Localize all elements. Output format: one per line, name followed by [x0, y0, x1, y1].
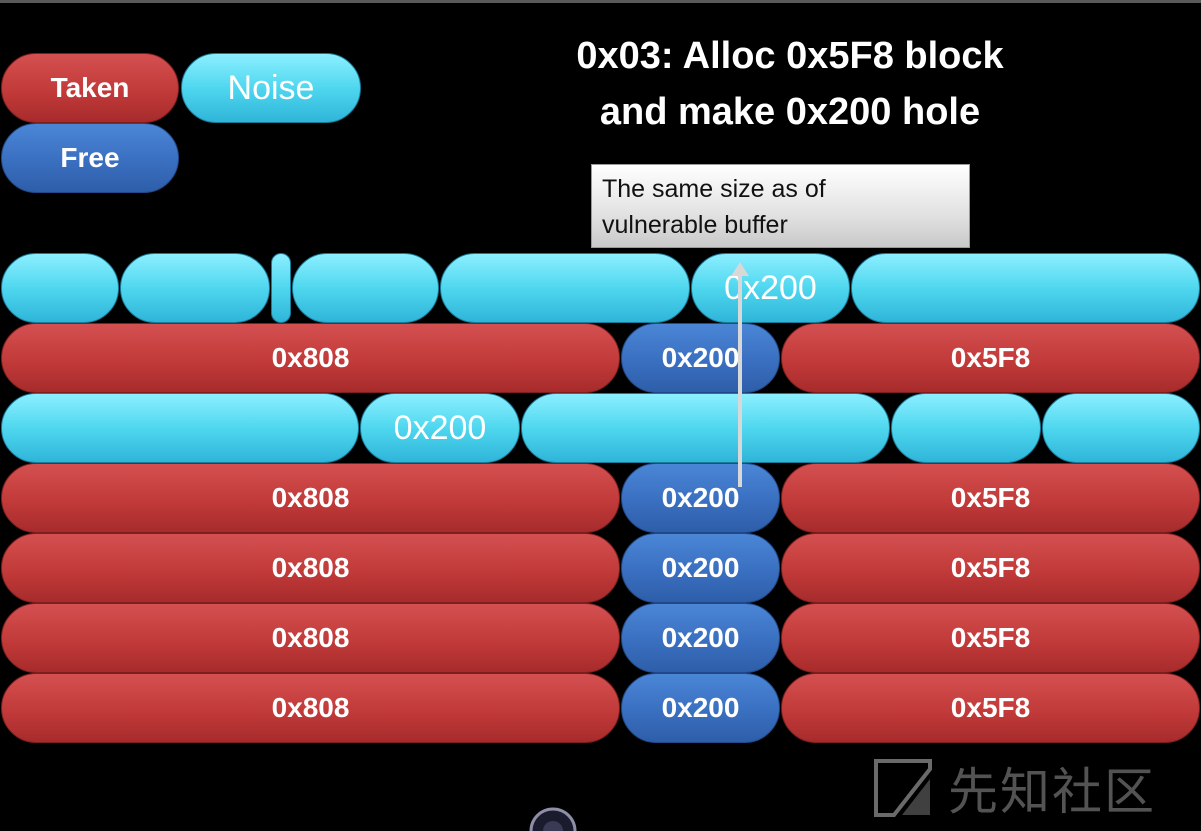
- callout-box: The same size as of vulnerable buffer: [591, 164, 970, 248]
- noise-block: [292, 253, 439, 323]
- taken-block-0x5f8: 0x5F8: [781, 323, 1200, 393]
- noise-block: [521, 393, 890, 463]
- slide-title: 0x03: Alloc 0x5F8 block and make 0x200 h…: [500, 28, 1080, 140]
- watermark-logo-icon: [874, 759, 932, 817]
- noise-block: [1042, 393, 1200, 463]
- taken-block-0x5f8: 0x5F8: [781, 463, 1200, 533]
- callout-line-1: The same size as of: [602, 175, 826, 203]
- free-block-0x200: 0x200: [621, 323, 780, 393]
- watermark-text: 先知社区: [948, 763, 1156, 821]
- taken-block-0x808: 0x808: [1, 673, 620, 743]
- taken-block-0x5f8: 0x5F8: [781, 533, 1200, 603]
- noise-block: [1, 393, 359, 463]
- noise-block: [851, 253, 1200, 323]
- slide-nav-icon: [529, 807, 577, 831]
- legend-noise: Noise: [181, 53, 361, 123]
- noise-hole-block: 0x200: [360, 393, 520, 463]
- legend-free: Free: [1, 123, 179, 193]
- taken-block-0x808: 0x808: [1, 603, 620, 673]
- free-block-0x200: 0x200: [621, 603, 780, 673]
- taken-block-0x5f8: 0x5F8: [781, 673, 1200, 743]
- top-border: [0, 0, 1201, 3]
- noise-block: [271, 253, 291, 323]
- title-line-2: and make 0x200 hole: [599, 91, 981, 133]
- taken-block-0x5f8: 0x5F8: [781, 603, 1200, 673]
- noise-block: [120, 253, 270, 323]
- taken-block-0x808: 0x808: [1, 533, 620, 603]
- free-block-0x200: 0x200: [621, 673, 780, 743]
- noise-block: [891, 393, 1041, 463]
- free-block-0x200: 0x200: [621, 533, 780, 603]
- title-line-1: 0x03: Alloc 0x5F8 block: [576, 35, 1004, 77]
- noise-block: [1, 253, 119, 323]
- watermark: 先知社区: [872, 752, 1192, 824]
- noise-block: [440, 253, 690, 323]
- taken-block-0x808: 0x808: [1, 323, 620, 393]
- free-block-0x200: 0x200: [621, 463, 780, 533]
- taken-block-0x808: 0x808: [1, 463, 620, 533]
- callout-line-2: vulnerable buffer: [602, 211, 788, 239]
- legend-taken: Taken: [1, 53, 179, 123]
